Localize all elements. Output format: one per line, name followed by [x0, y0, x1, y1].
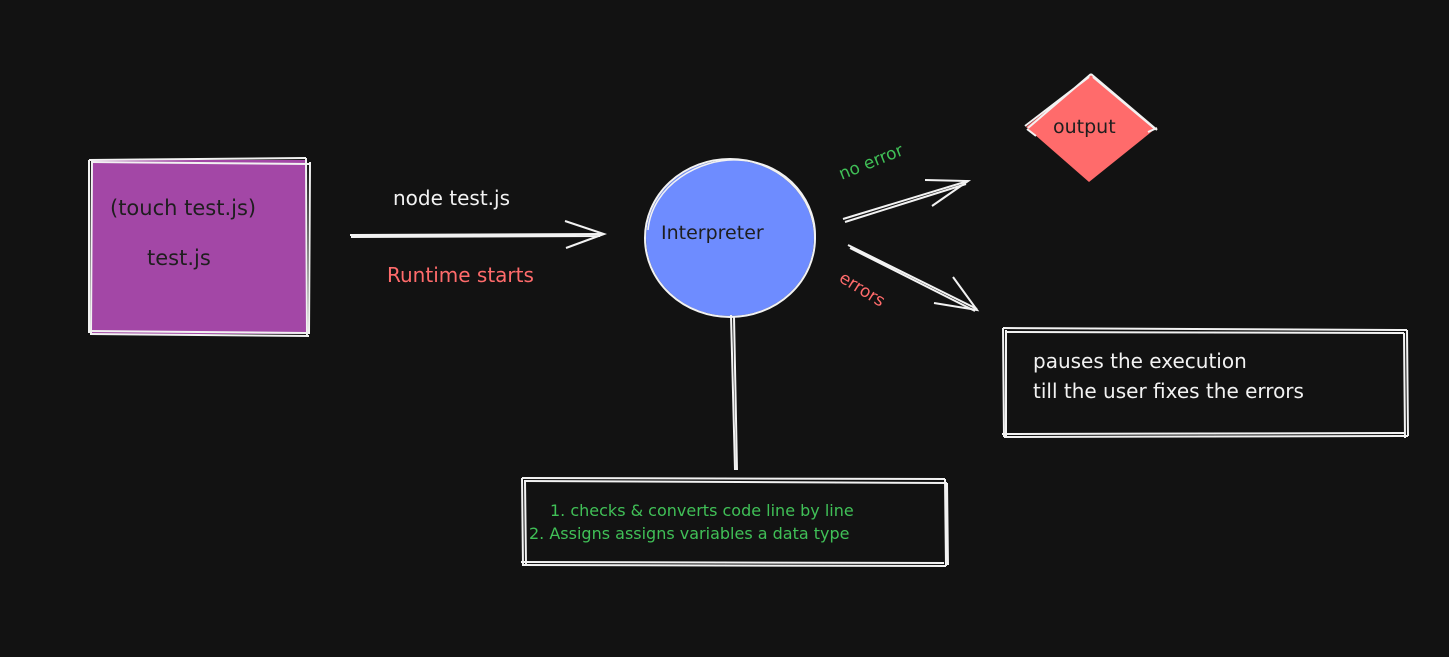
run-command-label: node test.js — [393, 186, 511, 210]
runtime-note-label: Runtime starts — [387, 263, 534, 287]
file-box[interactable] — [87, 157, 311, 337]
file-box-filename: test.js — [147, 246, 211, 270]
interpreter-label: Interpreter — [661, 222, 764, 244]
errors-arrow — [847, 244, 980, 312]
steps-connector — [730, 314, 738, 471]
error-box-line-1: pauses the execution — [1033, 349, 1247, 373]
steps-box[interactable] — [520, 477, 949, 567]
steps-box-line-2: 2. Assigns assigns variables a data type — [529, 524, 850, 543]
file-box-title: (touch test.js) — [110, 196, 257, 220]
error-box[interactable] — [1001, 327, 1409, 439]
steps-box-line-1: 1. checks & converts code line by line — [550, 501, 854, 520]
error-box-line-2: till the user fixes the errors — [1033, 379, 1304, 403]
run-arrow — [349, 220, 608, 249]
output-node[interactable] — [1024, 73, 1158, 182]
output-label: output — [1053, 116, 1116, 138]
interpreter-node[interactable] — [644, 158, 816, 318]
no-error-arrow — [842, 179, 972, 223]
